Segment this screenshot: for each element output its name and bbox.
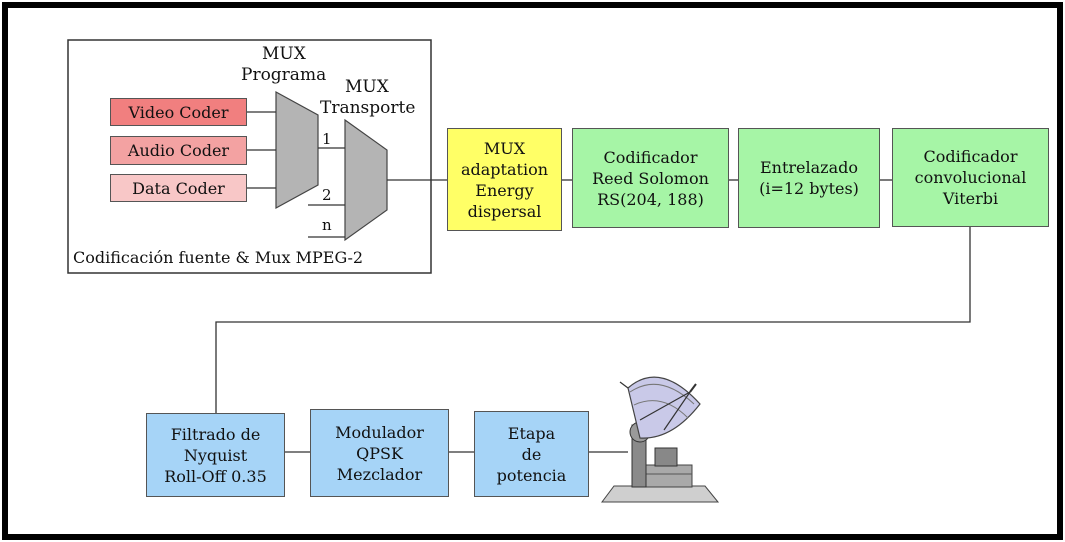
mux-adaptation-box: MUX adaptation Energy dispersal — [447, 128, 562, 231]
source-block-caption: Codificación fuente & Mux MPEG-2 — [73, 248, 364, 267]
mux-programa-label-line1: MUX — [262, 44, 306, 64]
reed-solomon-line: Reed Solomon — [592, 168, 709, 188]
power-stage-line: de — [521, 444, 542, 464]
viterbi-line: convolucional — [914, 168, 1027, 187]
qpsk-modulator-box: Modulador QPSK Mezclador — [310, 409, 449, 497]
qpsk-modulator-line: Modulador — [335, 422, 424, 442]
nyquist-filter-box: Filtrado de Nyquist Roll-Off 0.35 — [146, 413, 285, 497]
mux-adaptation-line: MUX — [483, 138, 526, 158]
qpsk-modulator-line: QPSK — [356, 443, 403, 463]
video-coder-box: Video Coder — [110, 98, 247, 126]
input-2-label: 2 — [322, 186, 332, 204]
data-coder-box: Data Coder — [110, 174, 247, 202]
mux-transporte-label-line1: MUX — [345, 77, 389, 97]
mux-transporte-shape — [344, 118, 388, 242]
viterbi-box: Codificador convolucional Viterbi — [892, 128, 1049, 227]
mux-adaptation-line: adaptation — [460, 159, 548, 179]
input-1-label: 1 — [322, 130, 332, 148]
mux-adaptation-line: dispersal — [467, 201, 542, 221]
reed-solomon-line: Codificador — [603, 147, 698, 167]
reed-solomon-line: RS(204, 188) — [597, 189, 704, 209]
qpsk-modulator-line: Mezclador — [336, 464, 423, 484]
power-stage-box: Etapa de potencia — [474, 411, 589, 497]
satellite-dish-icon — [601, 376, 720, 503]
mux-transporte-label-line2: Transporte — [320, 98, 416, 118]
audio-coder-box: Audio Coder — [110, 136, 247, 165]
power-stage-line: Etapa — [507, 423, 556, 443]
return-line — [215, 227, 971, 413]
nyquist-filter-line: Roll-Off 0.35 — [164, 466, 267, 486]
mux-programa-shape — [275, 90, 319, 210]
mux-programa-label-line2: Programa — [241, 65, 327, 85]
reed-solomon-box: Codificador Reed Solomon RS(204, 188) — [572, 128, 729, 228]
interleaver-line: (i=12 bytes) — [759, 179, 859, 198]
interleaver-line: Entrelazado — [759, 158, 859, 177]
power-stage-line: potencia — [496, 465, 567, 485]
viterbi-line: Viterbi — [942, 189, 999, 208]
nyquist-filter-line: Nyquist — [183, 445, 248, 465]
input-n-label: n — [322, 216, 332, 234]
nyquist-filter-line: Filtrado de — [170, 424, 261, 444]
mux-adaptation-line: Energy — [475, 180, 534, 200]
interleaver-box: Entrelazado (i=12 bytes) — [738, 128, 880, 228]
viterbi-line: Codificador — [923, 147, 1018, 166]
